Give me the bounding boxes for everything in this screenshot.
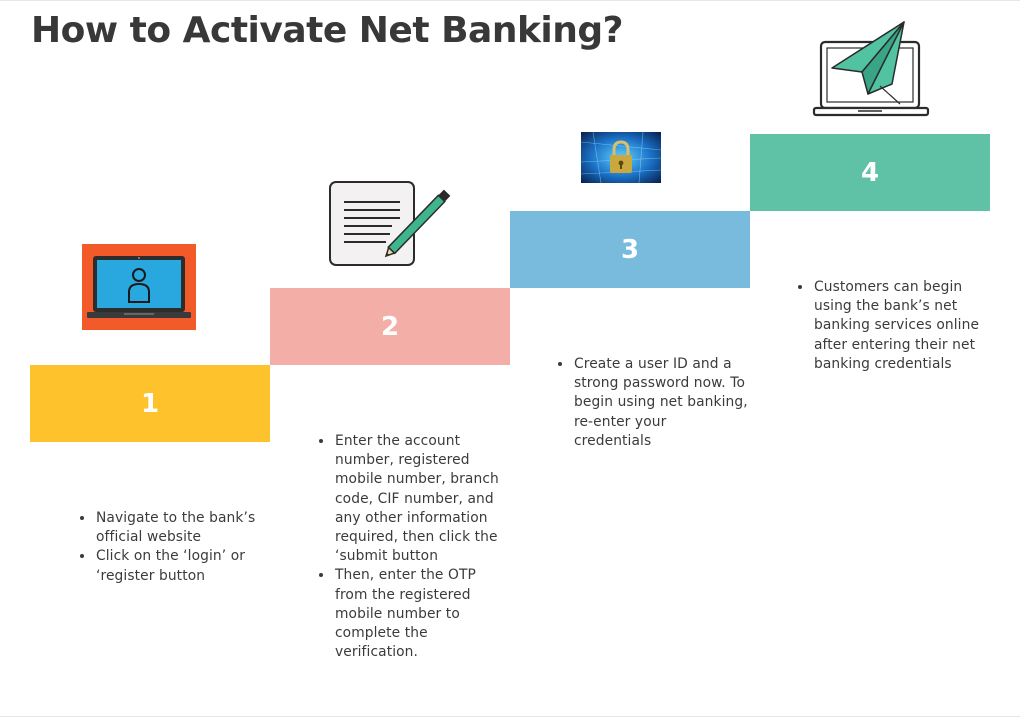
- laptop-paper-plane-icon: [812, 21, 930, 117]
- step-4-block: 4: [750, 134, 990, 211]
- step-4-bullets: Customers can begin using the bank’s net…: [793, 278, 988, 374]
- step-2-bullet-2: Then, enter the OTP from the registered …: [334, 566, 506, 662]
- step-4-bullet-1: Customers can begin using the bank’s net…: [813, 278, 988, 374]
- step-3-bullets: Create a user ID and a strong password n…: [553, 355, 748, 451]
- step-2-block: 2: [270, 288, 510, 365]
- step-4-number: 4: [860, 157, 880, 188]
- laptop-user-icon: [82, 244, 196, 330]
- step-2-bullets: Enter the account number, registered mob…: [314, 432, 506, 662]
- step-3-number: 3: [620, 234, 640, 265]
- step-1-bullet-1: Navigate to the bank’s official website: [95, 509, 265, 547]
- step-1-bullets: Navigate to the bank’s official website …: [75, 509, 265, 586]
- step-2-number: 2: [380, 311, 400, 342]
- page-title: How to Activate Net Banking?: [31, 10, 624, 51]
- padlock-security-icon: [581, 132, 661, 183]
- step-1-number: 1: [140, 388, 160, 419]
- top-border: [0, 0, 1020, 1]
- notepad-pencil-icon: [329, 181, 451, 266]
- step-1-bullet-2: Click on the ‘login’ or ‘register button: [95, 547, 265, 585]
- step-1-block: 1: [30, 365, 270, 442]
- bottom-border: [0, 716, 1020, 717]
- step-3-bullet-1: Create a user ID and a strong password n…: [573, 355, 748, 451]
- step-3-block: 3: [510, 211, 750, 288]
- step-2-bullet-1: Enter the account number, registered mob…: [334, 432, 506, 566]
